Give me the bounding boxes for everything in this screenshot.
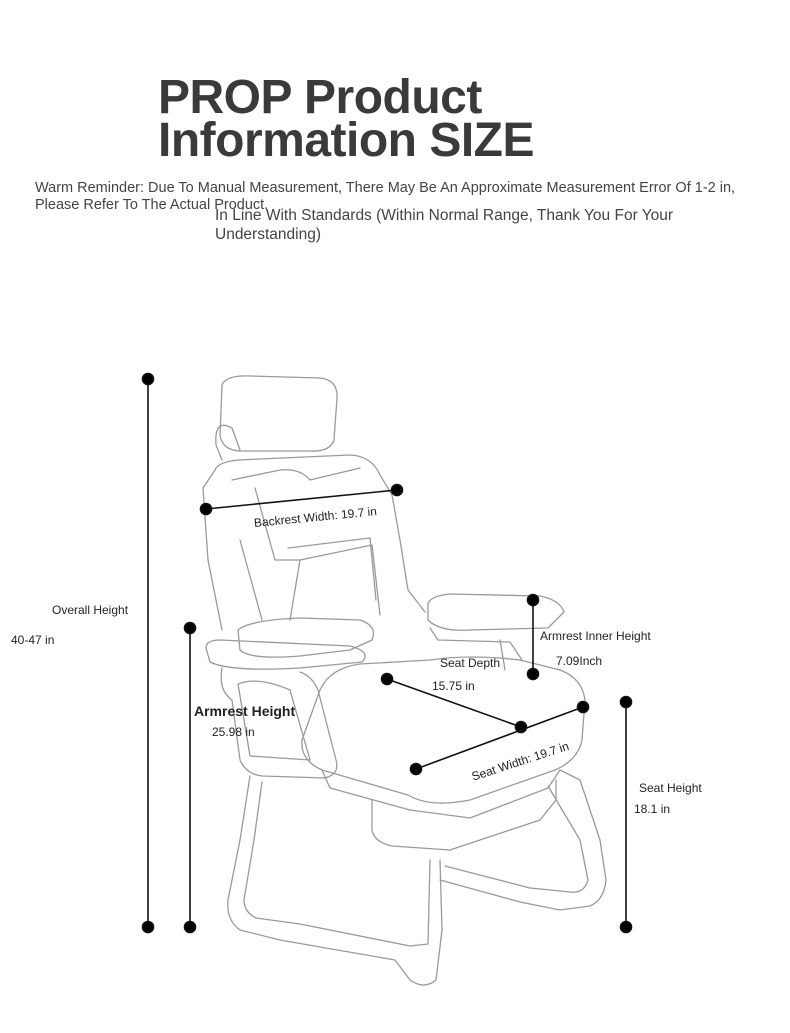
seat-depth-value: 15.75 in [432, 679, 475, 693]
seat-height-dot-bottom [619, 920, 633, 934]
armrest-height-dot-top [183, 621, 197, 635]
sled-base-left [227, 775, 443, 986]
title-line-1: PROP Product [158, 71, 482, 124]
headrest [219, 375, 338, 452]
reminder-text-2: In Line With Standards (Within Normal Ra… [215, 207, 674, 243]
headrest-bracket [215, 424, 241, 461]
sled-base-left-inner [243, 781, 431, 947]
seat-width-line [415, 706, 584, 770]
backrest-outer [202, 454, 426, 631]
reminder-text: Warm Reminder: Due To Manual Measurement… [35, 180, 736, 213]
overall-height-dot-bottom [141, 920, 155, 934]
seat-cushion [301, 656, 586, 804]
seat-width-dot-left [409, 762, 423, 776]
chair-outline [202, 375, 607, 986]
armrest-left-support-inner [237, 680, 311, 761]
overall-height-dot-top [141, 372, 155, 386]
title-line-2: Information SIZE [158, 114, 535, 167]
seat-bottom [371, 779, 557, 851]
seat-depth-dot-back [380, 672, 394, 686]
seat-height-label: Seat Height [639, 781, 702, 795]
armrest-right-support [429, 627, 523, 671]
seat-height-value: 18.1 in [634, 802, 671, 816]
seat-depth-label: Seat Depth [440, 656, 501, 670]
seat-width-dot-right [576, 700, 590, 714]
armrest-right [427, 593, 565, 631]
sled-base-right [439, 769, 607, 911]
armrest-inner-height-dot-top [526, 593, 540, 607]
seat-front [321, 769, 561, 819]
armrest-inner-height-dot-bottom [526, 667, 540, 681]
backrest-inner [231, 467, 381, 621]
armrest-height-dot-bottom [183, 920, 197, 934]
overall-height-label: Overall Height [52, 603, 129, 617]
armrest-left-support [220, 667, 338, 779]
overall-height-value: 40-47 in [11, 633, 55, 647]
seat-depth-line [386, 678, 522, 728]
armrest-inner-height-label: Armrest Inner Height [540, 629, 651, 643]
sled-base-right-inner [444, 785, 589, 893]
backrest-width-line [205, 489, 398, 510]
armrest-inner-height-value: 7.09Inch [556, 654, 603, 668]
armrest-left-pad [205, 639, 366, 670]
backrest-width-dot-right [390, 483, 404, 497]
armrest-height-value: 25.98 in [212, 725, 255, 739]
armrest-height-label: Armrest Height [194, 703, 296, 719]
backrest-panel [287, 537, 377, 601]
backrest-width-dot-left [199, 502, 213, 516]
seat-height-dot-top [619, 695, 633, 709]
armrest-left [237, 617, 375, 658]
dimension-lines [141, 372, 633, 934]
page-title: PROP Product Information SIZE [158, 71, 535, 167]
